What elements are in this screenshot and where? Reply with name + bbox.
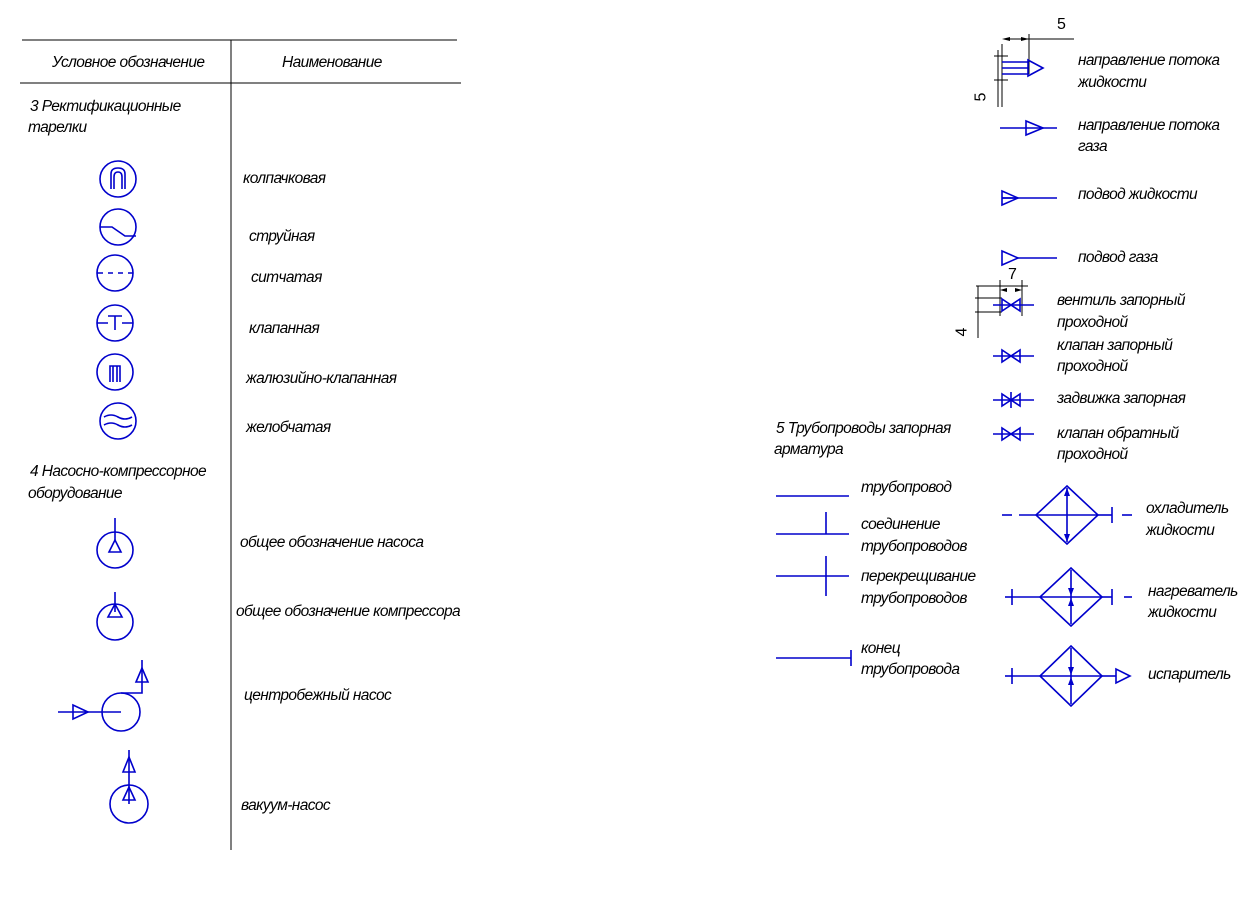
tray-valve-label: клапанная (249, 320, 320, 337)
dimension-4: 4 (953, 327, 971, 337)
gate-valve-icon (993, 392, 1034, 408)
dimension-7: 7 (1008, 266, 1017, 283)
pipe-connection-icon (776, 512, 849, 535)
flow-dimension-marks (994, 34, 1074, 107)
check-valve-label-line2: проходной (1057, 446, 1128, 463)
section4-title-line2: оборудование (28, 485, 123, 502)
liquid-flow-label-line2: жидкости (1078, 74, 1147, 91)
liquid-heater-icon (1005, 566, 1132, 628)
heater-label-line2: жидкости (1148, 604, 1217, 621)
evaporator-icon (1005, 644, 1132, 708)
shutoff-flap-label-line1: клапан запорный (1057, 337, 1173, 354)
shutoff-valve-label-line2: проходной (1057, 314, 1128, 331)
heater-label-line1: нагреватель (1148, 583, 1238, 600)
section5-title-line2: арматура (774, 441, 844, 458)
tray-louver-valve-icon (96, 353, 134, 391)
compressor-general-label: общее обозначение компрессора (236, 603, 461, 620)
vacuum-pump-icon (109, 750, 149, 824)
tray-bubble-cap-label: колпачковая (243, 170, 326, 187)
pump-general-icon (96, 518, 134, 569)
tray-trough-label: желобчатая (246, 419, 331, 436)
section5-title-line1: 5 Трубопроводы запорная (776, 420, 951, 437)
gas-supply-icon (1001, 249, 1057, 267)
pipe-end-icon (776, 650, 852, 666)
valve-dimension-marks (975, 280, 1028, 338)
tray-jet-icon (99, 208, 137, 246)
cooler-label-line1: охладитель (1146, 500, 1229, 517)
pipe-end-label-line2: трубопровода (861, 661, 960, 678)
tray-valve-icon (96, 304, 134, 342)
cooler-label-line2: жидкости (1146, 522, 1215, 539)
pipe-crossing-icon (776, 556, 849, 596)
gate-valve-label: задвижка запорная (1057, 390, 1186, 407)
shutoff-valve-icon (993, 297, 1034, 313)
check-valve-label-line1: клапан обратный (1057, 425, 1179, 442)
gas-flow-label-line2: газа (1078, 138, 1108, 155)
pipe-crossing-label-line1: перекрещивание (861, 568, 976, 585)
tray-jet-label: струйная (249, 228, 315, 245)
liquid-cooler-icon (1002, 484, 1132, 546)
pipe-connection-label-line1: соединение (861, 516, 941, 533)
pipe-end-label-line1: конец (861, 640, 901, 657)
pipe-connection-label-line2: трубопроводов (861, 538, 968, 555)
tray-sieve-icon (96, 254, 134, 292)
centrifugal-pump-label: центробежный насос (244, 687, 392, 704)
vacuum-pump-label: вакуум-насос (241, 797, 331, 814)
dimension-5-horizontal: 5 (1057, 16, 1066, 33)
shutoff-flap-valve-icon (993, 348, 1034, 364)
table-grid (20, 39, 461, 850)
section3-title-line1: 3 Ректификационные (30, 98, 181, 115)
liquid-supply-icon (1001, 189, 1057, 207)
evaporator-label: испаритель (1148, 666, 1231, 683)
section3-title-line2: тарелки (28, 119, 87, 136)
column-header-name: Наименование (282, 54, 382, 71)
liquid-flow-arrow-icon (1002, 58, 1045, 78)
gas-supply-label: подвод газа (1078, 249, 1158, 266)
section4-title-line1: 4 Насосно-компрессорное (30, 463, 207, 480)
check-valve-icon (993, 426, 1034, 442)
pipe-crossing-label-line2: трубопроводов (861, 590, 968, 607)
pipeline-label: трубопровод (861, 479, 952, 496)
tray-louver-valve-label: жалюзийно-клапанная (246, 370, 397, 387)
shutoff-flap-label-line2: проходной (1057, 358, 1128, 375)
gas-flow-arrow-icon (1000, 119, 1057, 137)
centrifugal-pump-icon (58, 660, 150, 732)
tray-trough-icon (99, 402, 137, 440)
column-header-symbol: Условное обозначение (52, 54, 205, 71)
liquid-supply-label: подвод жидкости (1078, 186, 1198, 203)
tray-sieve-label: ситчатая (251, 269, 322, 286)
pump-general-label: общее обозначение насоса (240, 534, 424, 551)
shutoff-valve-label-line1: вентиль запорный (1057, 292, 1185, 309)
dimension-5-vertical: 5 (972, 92, 990, 102)
tray-bubble-cap-icon (99, 160, 137, 198)
liquid-flow-label-line1: направление потока (1078, 52, 1220, 69)
compressor-general-icon (96, 592, 134, 641)
gas-flow-label-line1: направление потока (1078, 117, 1220, 134)
